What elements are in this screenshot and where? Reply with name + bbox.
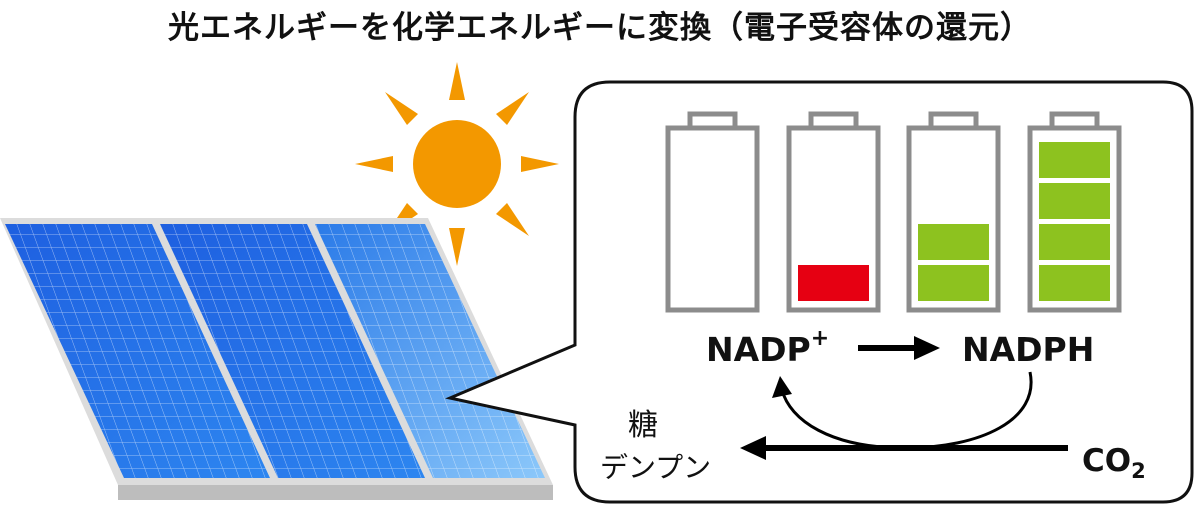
charge-bar xyxy=(1039,183,1110,219)
co2-subscript: 2 xyxy=(1131,459,1146,483)
sugar-label: 糖 xyxy=(628,408,658,443)
reduction-arrow xyxy=(858,336,940,360)
battery-group xyxy=(665,111,1122,313)
battery-1 xyxy=(665,111,760,313)
charge-bar xyxy=(1039,224,1110,260)
battery-2 xyxy=(786,111,881,313)
charge-bar xyxy=(798,265,869,301)
battery-4 xyxy=(1027,111,1122,313)
starch-label: デンプン xyxy=(600,451,712,484)
battery-body xyxy=(665,125,760,313)
battery-terminal xyxy=(808,111,859,128)
co2-label: CO2 xyxy=(1082,443,1146,483)
fixation-arrow xyxy=(740,436,1068,460)
charge-bar xyxy=(1039,265,1110,301)
nadp-plus: + xyxy=(810,326,830,351)
diagram-title: 光エネルギーを化学エネルギーに変換（電子受容体の還元） xyxy=(168,10,1032,46)
nadph-label: NADPH xyxy=(962,330,1095,369)
solar-panel xyxy=(0,218,553,500)
battery-terminal xyxy=(928,111,979,128)
charge-bar xyxy=(918,265,989,301)
nadp-label: NADP+ xyxy=(706,326,830,369)
charge-bar xyxy=(918,224,989,260)
battery-3 xyxy=(906,111,1001,313)
charge-bar xyxy=(1039,142,1110,178)
battery-terminal xyxy=(687,111,738,128)
battery-terminal xyxy=(1049,111,1100,128)
sun-icon xyxy=(355,62,559,266)
